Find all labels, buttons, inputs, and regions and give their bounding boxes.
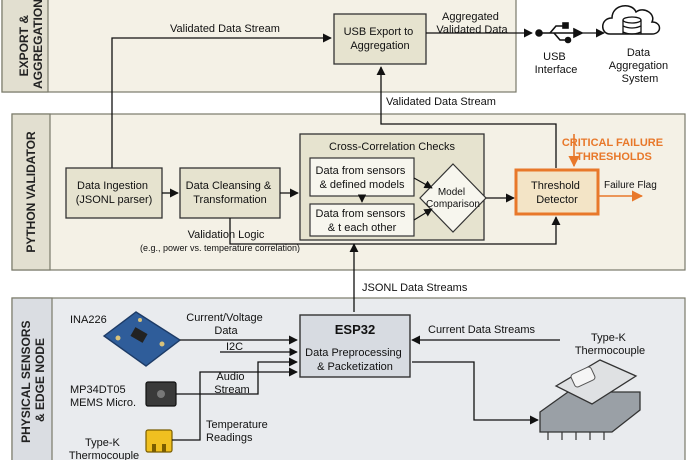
mems-line2: MEMS Micro. [70,397,136,409]
model-comparison-line2: Comparison [426,199,480,210]
threshold-detector-box [514,168,600,216]
critical-line2: THRESHOLDS [576,151,652,163]
thermo-left-line2: Thermocouple [69,450,139,460]
cleansing-line2: Transformation [193,194,267,206]
sensors-band-label-strip [11,297,53,460]
sensors-models-box [309,157,415,197]
usb-icon [535,22,584,44]
model-comparison-label: Model Comparison [426,186,480,210]
thermo-right-line2: Thermocouple [575,345,645,357]
threshold-detector-line2: Detector [536,194,578,206]
export-band-label-line2: AGGREGATION [31,0,45,89]
aggregation-system-label: Data Aggregation System [609,47,671,85]
edge-validated-top [111,33,332,168]
sensors-band-label: PHYSICAL SENSORS & EDGE NODE [19,317,47,443]
audio-line2: Stream [214,384,249,396]
mems-label: MP34DT05 MEMS Micro. [70,384,136,409]
cleansing-line1: Data Cleansing & [186,180,272,192]
edge-each-to-diamond [413,208,433,221]
temperature-label: Temperature Readings [206,419,271,444]
edge-aggregated-label: Aggregated Validated Data [436,11,508,36]
edge-validated-mid [376,66,557,168]
validator-band-label-strip [11,113,51,271]
temperature-line2: Readings [206,432,253,444]
validation-logic-label: Validation Logic [188,229,265,241]
export-band-label-strip [1,0,49,93]
usb-interface-line2: Interface [535,64,578,76]
sensors-band-label-line2: & EDGE NODE [33,338,47,422]
sensors-each-box [309,203,415,237]
sensors-band-label-line1: PHYSICAL SENSORS [19,320,33,442]
audio-line1: Audio [216,371,244,383]
edge-temperature [172,367,298,441]
ingestion-box [65,167,163,219]
model-comparison-line1: Model [438,187,465,198]
thermo-right-label: Type-K Thermocouple [575,332,645,357]
edge-validated-top-label: Validated Data Stream [170,23,280,35]
export-band-label-line1: EXPORT & [17,15,31,77]
mems-mic-icon [145,381,177,407]
sensors-models-line2: & defined models [320,179,405,191]
thermocouple-right-icon [539,359,641,440]
jsonl-streams-label: JSONL Data Streams [362,282,468,294]
edge-aggregated-line1: Aggregated [442,11,499,23]
sensors-each-line2: & t each other [328,222,397,234]
ina226-label: INA226 [70,314,107,326]
audio-label: Audio Stream [214,371,249,396]
validator-band-label: PYTHON VALIDATOR [24,131,38,253]
sensors-models-line1: Data from sensors [316,165,406,177]
export-band [1,0,517,93]
ingestion-line2: (JSONL parser) [76,194,153,206]
export-band-label: EXPORT & AGGREGATION [17,0,45,89]
usb-export-box [333,13,427,65]
critical-line1: CRITICAL FAILURE [562,137,663,149]
thermo-right-line1: Type-K [591,332,627,344]
sensors-each-label: Data from sensors & t each other [316,208,409,234]
threshold-detector-label: Threshold Detector [531,180,583,206]
aggregation-system-line2: Aggregation [609,60,668,72]
esp32-subtitle: Data Preprocessing & Packetization [305,347,405,373]
mems-line1: MP34DT05 [70,384,126,396]
esp32-sub-line1: Data Preprocessing [305,347,402,359]
ingestion-line1: Data Ingestion [77,180,148,192]
threshold-detector-line1: Threshold [531,180,580,192]
usb-export-label: USB Export to Aggregation [344,26,417,52]
esp32-sub-line2: & Packetization [317,361,393,373]
cleansing-label: Data Cleansing & Transformation [186,180,275,206]
esp32-title: ESP32 [335,322,375,337]
edge-audio [176,357,298,395]
edge-models-to-diamond [413,177,433,189]
current-voltage-label: Current/Voltage Data [186,312,266,337]
edge-aggregated-line2: Validated Data [436,24,508,36]
usb-export-line2: Aggregation [350,40,409,52]
validation-logic-sub: (e.g., power vs. temperature correlation… [140,243,300,253]
cross-correlation-title: Cross-Correlation Checks [329,141,455,153]
thermocouple-left-icon [145,429,173,453]
aggregation-system-line1: Data [627,47,651,59]
critical-thresholds-label: CRITICAL FAILURE THRESHOLDS [562,137,666,163]
temperature-line1: Temperature [206,419,268,431]
usb-interface-label: USB Interface [535,51,578,76]
edge-esp-to-thermo-right [412,361,539,425]
cleansing-box [179,167,281,219]
thermo-left-line1: Type-K [85,437,121,449]
esp32-box [299,314,411,378]
usb-interface-line1: USB [543,51,566,63]
edge-validated-mid-label: Validated Data Stream [386,96,496,108]
usb-export-line1: USB Export to [344,26,414,38]
database-cloud-icon [602,5,661,35]
edge-validation-logic [229,216,561,245]
sensors-models-label: Data from sensors & defined models [316,165,409,191]
current-voltage-line2: Data [214,325,238,337]
aggregation-system-line3: System [622,73,659,85]
failure-flag-label: Failure Flag [604,180,657,191]
current-streams-label: Current Data Streams [428,324,535,336]
current-voltage-line1: Current/Voltage [186,312,262,324]
ingestion-label: Data Ingestion (JSONL parser) [76,180,153,206]
thermo-left-label: Type-K Thermocouple [69,437,139,460]
i2c-label: I2C [226,341,243,353]
sensors-each-line1: Data from sensors [316,208,406,220]
